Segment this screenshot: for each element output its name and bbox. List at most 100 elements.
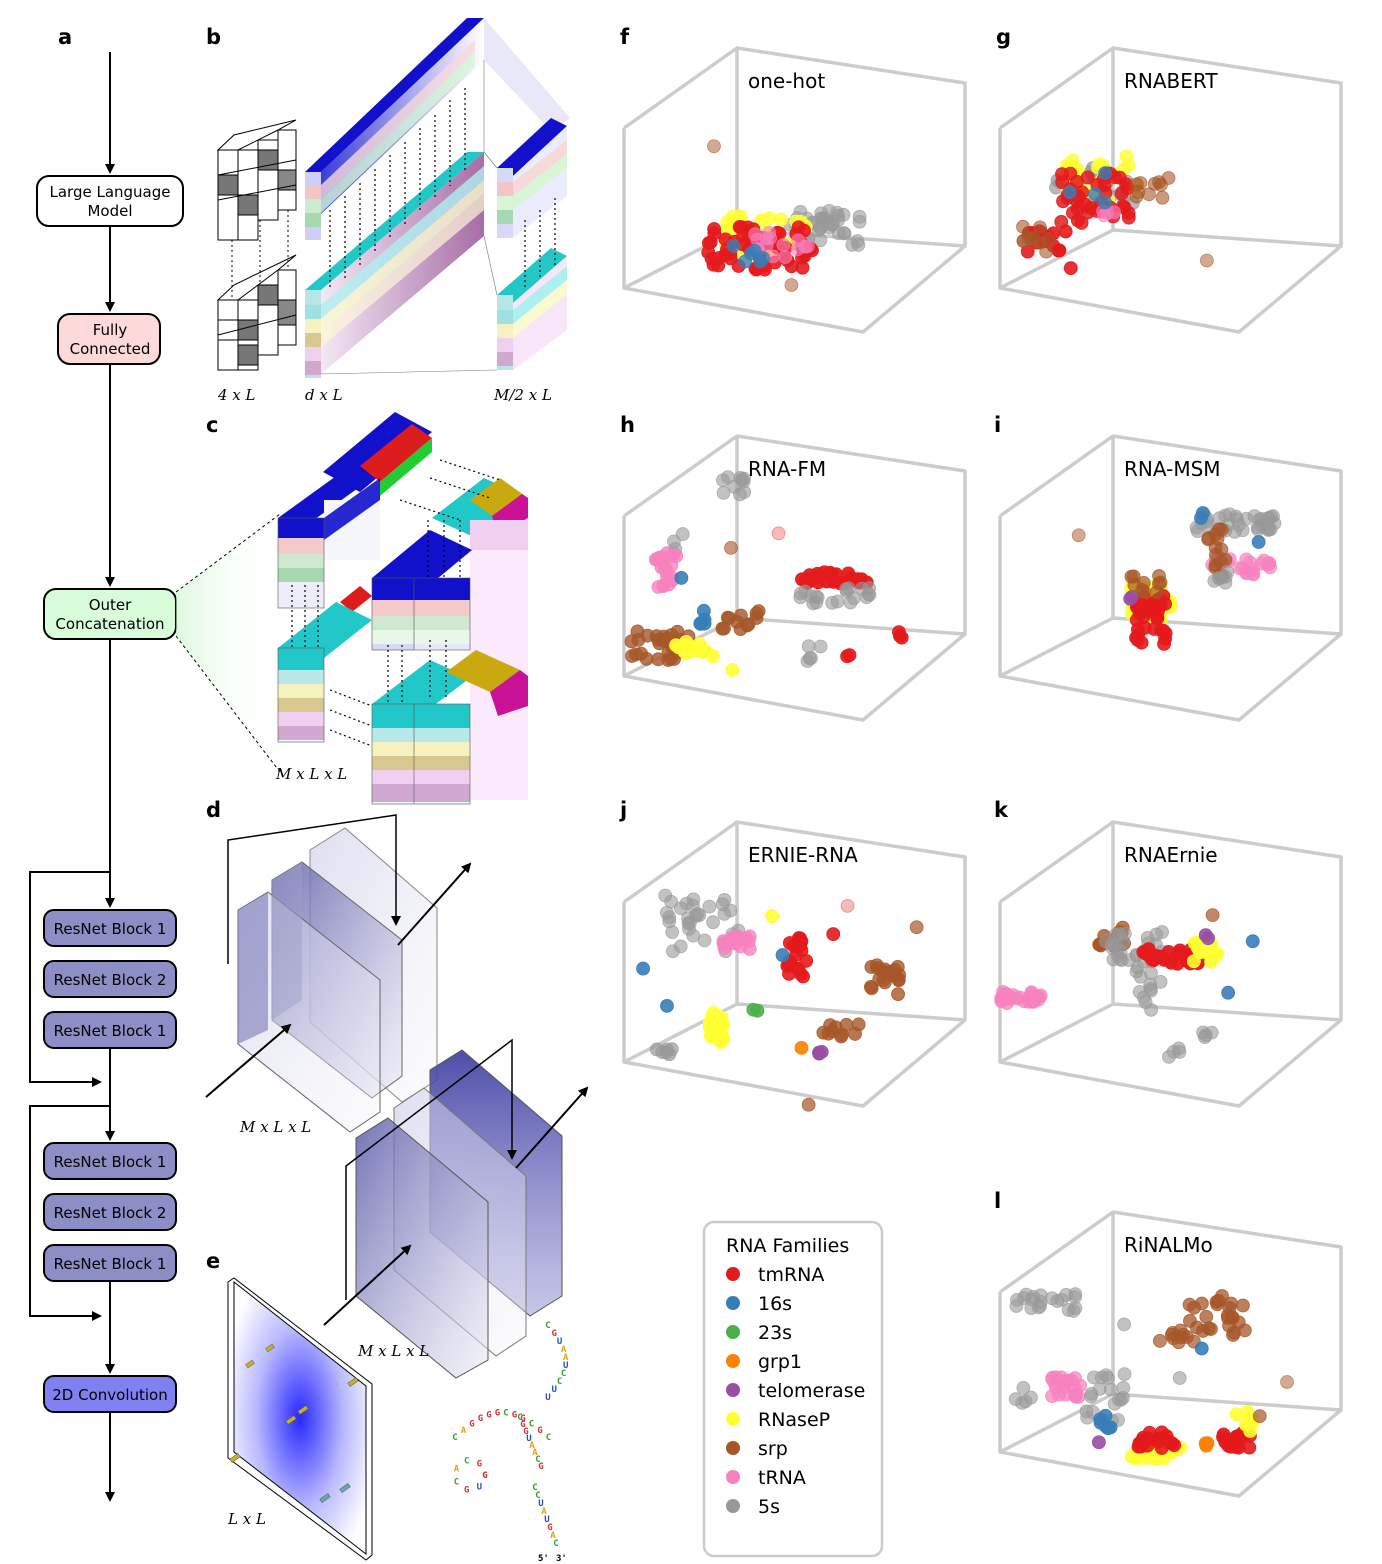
point-tmrna	[1058, 224, 1073, 239]
svg-text:ResNet Block 1: ResNet Block 1	[54, 920, 167, 938]
legend-swatch	[726, 1441, 740, 1455]
point-5s	[1117, 1367, 1132, 1382]
point-srp	[784, 278, 799, 292]
point-16s	[1251, 535, 1266, 549]
point-16s	[738, 254, 753, 269]
point-tmrna	[1131, 622, 1145, 637]
point-tmrna	[894, 630, 909, 645]
point-srp	[1183, 1314, 1197, 1328]
point-srp	[1280, 1375, 1294, 1389]
resnet-block-1-b: ResNet Block 1	[43, 1011, 177, 1049]
nucleotide-glyph: A	[529, 1441, 535, 1451]
point-tmrna	[771, 526, 786, 541]
point-grp1	[794, 1041, 809, 1055]
point-grp1	[1199, 1438, 1214, 1453]
nucleotide-glyph: C	[517, 1413, 522, 1423]
point-srp	[1199, 253, 1214, 268]
svg-text:ResNet Block 2: ResNet Block 2	[54, 971, 167, 989]
point-5s	[690, 907, 705, 921]
llm-box-line-2: Model	[87, 202, 132, 220]
point-5s	[1132, 984, 1147, 999]
outer-concat-dotted-lines	[291, 459, 501, 747]
point-srp	[877, 975, 892, 990]
point-16s	[660, 998, 674, 1013]
point-tmrna	[1242, 1440, 1257, 1455]
point-tmrna	[789, 948, 803, 962]
svg-text:ResNet Block 1: ResNet Block 1	[54, 1255, 167, 1273]
point-srp	[1199, 1309, 1214, 1324]
panel-label-e: e	[206, 1249, 220, 1273]
point-srp	[1201, 1321, 1216, 1336]
plot-points	[1071, 506, 1282, 651]
panel-label-l: l	[994, 1189, 1001, 1213]
point-srp	[1033, 235, 1048, 250]
plot-title-j: ERNIE-RNA	[748, 843, 858, 867]
point-5s	[1229, 509, 1243, 524]
nucleotide-glyph: G	[537, 1426, 542, 1436]
point-tmrna	[791, 220, 806, 235]
dim-b-fc: M/2 x L	[493, 386, 552, 404]
point-trna	[1068, 1388, 1082, 1403]
scatter-plot-f: one-hot	[622, 46, 967, 334]
point-tmrna	[1163, 1436, 1177, 1451]
legend-label: 5s	[758, 1496, 780, 1518]
nucleotide-glyph: U	[563, 1361, 568, 1371]
llm-box: Large Language Model	[36, 175, 184, 227]
nucleotide-glyph: G	[482, 1471, 487, 1481]
nucleotide-glyph: G	[512, 1410, 517, 1420]
svg-text:2D Convolution: 2D Convolution	[52, 1386, 167, 1404]
legend-label: tmRNA	[758, 1264, 824, 1286]
point-5s	[1087, 1370, 1101, 1385]
point-5s	[836, 207, 851, 222]
point-trna	[800, 239, 815, 254]
point-16s	[1194, 511, 1208, 525]
plot-points	[636, 888, 924, 1112]
nucleotide-glyph: U	[538, 1499, 543, 1509]
point-5s	[715, 473, 730, 488]
point-5s	[697, 933, 712, 948]
point-5s	[1138, 995, 1153, 1010]
nucleotide-glyph: G	[547, 1523, 552, 1533]
point-rnasep	[725, 663, 740, 677]
point-srp	[1152, 175, 1166, 190]
panel-c: c	[206, 412, 528, 805]
nucleotide-glyph: A	[454, 1464, 460, 1474]
point-5s	[1172, 1045, 1187, 1059]
panel-label-g: g	[996, 25, 1011, 49]
plot-title-l: RiNALMo	[1124, 1233, 1213, 1257]
point-srp	[707, 139, 721, 154]
point-trna	[650, 552, 664, 567]
point-5s	[859, 590, 874, 605]
point-5s	[702, 899, 717, 914]
point-srp	[1236, 1298, 1250, 1313]
nucleotide-glyph: G	[520, 1420, 525, 1430]
point-16s	[1093, 1412, 1108, 1427]
nucleotide-glyph: A	[563, 1353, 569, 1363]
legend-item-16s: 16s	[726, 1293, 792, 1315]
point-5s	[850, 234, 865, 248]
point-trna	[658, 560, 673, 575]
panel-b: b	[206, 18, 570, 404]
plot-frame	[998, 46, 1343, 334]
nucleotide-glyph: C	[557, 1377, 562, 1387]
nucleotide-glyph: C	[529, 1419, 534, 1429]
legend-swatch	[726, 1296, 740, 1310]
dim-e: L x L	[227, 1510, 266, 1528]
plot-points	[994, 908, 1260, 1064]
point-16s	[747, 243, 762, 258]
point-telomerase	[1123, 591, 1138, 606]
legend-swatch	[726, 1383, 740, 1397]
point-5s	[802, 651, 817, 666]
nucleotide-glyph: C	[535, 1491, 540, 1501]
point-5s	[681, 916, 696, 931]
point-16s	[1101, 1421, 1116, 1436]
point-5s	[1024, 1390, 1038, 1405]
panel-label-b: b	[206, 25, 221, 49]
panel-label-d: d	[206, 798, 221, 822]
point-rnasep	[669, 638, 683, 653]
nucleotide-glyph: U	[544, 1515, 549, 1525]
nucleotide-glyph: U	[557, 1337, 562, 1347]
legend-item-grp1: grp1	[726, 1351, 802, 1373]
nucleotide-glyph: C	[545, 1321, 550, 1331]
